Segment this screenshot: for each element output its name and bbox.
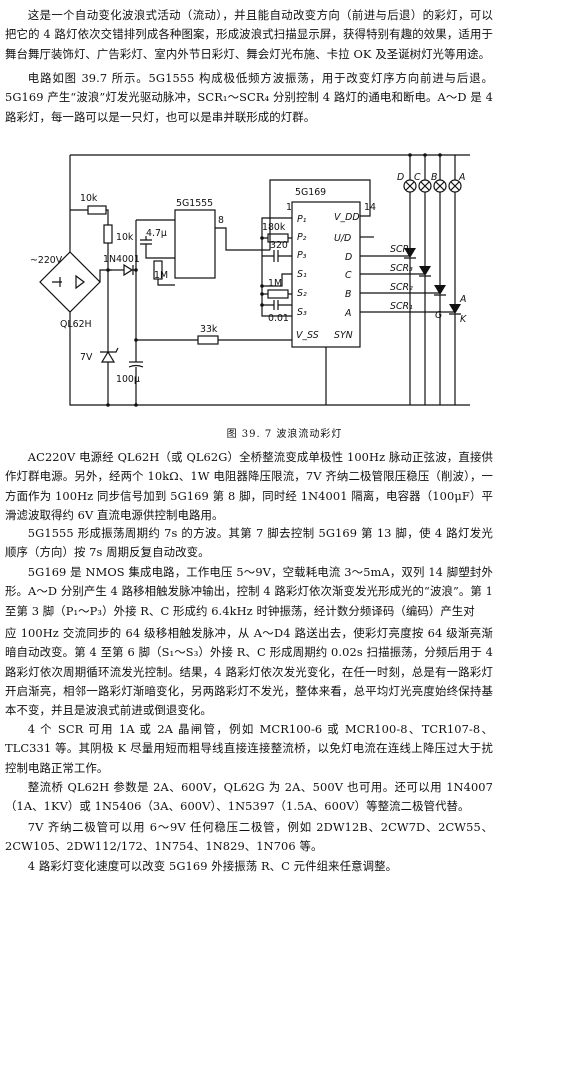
capacitor-0-01	[262, 300, 292, 310]
pin-s2-label: S₂	[297, 288, 307, 299]
pin-ud-label: U/D	[334, 233, 351, 244]
lamp-column-c	[418, 155, 432, 405]
scr3-label: SCR₃	[390, 263, 413, 274]
ac-source-label: ~220V	[30, 255, 63, 266]
pin-d-label: D	[345, 252, 352, 263]
resistor-10k-a	[87, 205, 107, 215]
resistor-180k-label: 180k	[262, 222, 286, 233]
circuit-diagram: ~220V QL62H 10k 10k 7V 1N4001	[30, 153, 470, 407]
resistor-33k	[197, 335, 219, 345]
capacitor-320	[262, 250, 292, 262]
paragraph-bridge: 整流桥 QL62H 参数是 2A、600V，QL62G 为 2A、500V 也可…	[5, 780, 493, 814]
bridge-label: QL62H	[60, 319, 92, 330]
pin-syn-label: SYN	[334, 330, 353, 341]
pin-vss-label: V_SS	[296, 330, 319, 341]
scr2-icon	[434, 285, 446, 295]
capacitor-4-7u	[140, 236, 152, 248]
pin-1-label: 1	[286, 202, 292, 213]
capacitor-4-7u-label: 4.7μ	[146, 228, 167, 239]
paragraph-5g1555: 5G1555 形成振荡周期约 7s 的方波。其第 7 脚去控制 5G169 第 …	[5, 526, 493, 560]
pin-s3-label: S₃	[297, 307, 307, 318]
resistor-1m-a-label: 1M	[154, 270, 168, 281]
lamp-column-d	[403, 155, 417, 405]
resistor-10k-b	[103, 224, 113, 244]
paragraph-circuit-overview: 电路如图 39.7 所示。5G1555 构成极低频方波振荡，用于改变灯序方向前进…	[5, 71, 493, 124]
scr4-label: SCR₄	[390, 244, 413, 255]
pin-p3-label: P₃	[297, 250, 307, 261]
scr4-icon	[404, 248, 416, 258]
pin-b-label: B	[345, 289, 351, 300]
pin-p1-label: P₁	[297, 214, 307, 225]
pin-p2-label: P₂	[297, 232, 307, 243]
resistor-1m-b	[267, 289, 289, 299]
capacitor-0-01-label: 0.01	[268, 313, 289, 324]
paragraph-5g169-part2: 应 100Hz 交流同步的 64 级移相触发脉冲，从 A～D4 路送出去，使彩灯…	[5, 626, 493, 718]
lamp-column-a	[448, 155, 462, 405]
diode-label: 1N4001	[103, 254, 140, 265]
scr1-label: SCR₁	[390, 301, 413, 312]
resistor-10k-b-label: 10k	[116, 232, 134, 243]
scr2-label: SCR₂	[390, 282, 413, 293]
paragraph-zener: 7V 齐纳二极管可以用 6～9V 任何稳压二极管，例如 2DW12B、2CW7D…	[5, 820, 493, 854]
capacitor-100u-label: 100μ	[116, 374, 140, 385]
paragraph-5g169-part1: 5G169 是 NMOS 集成电路，工作电压 5～9V，空载耗电流 3～5mA，…	[5, 565, 493, 618]
scr3-icon	[419, 266, 431, 276]
scr-terminal-a-label: A	[459, 294, 466, 305]
figure-caption: 图 39. 7 波浪流动彩灯	[226, 429, 343, 440]
diode-1n4001	[123, 263, 134, 277]
pin-c-label: C	[345, 270, 352, 281]
scr-terminal-g-label: G	[435, 310, 442, 321]
resistor-10k-a-label: 10k	[80, 193, 98, 204]
resistor-1m-b-label: 1M	[268, 278, 282, 289]
pin-s1-label: S₁	[297, 269, 307, 280]
lamp-c-label: C	[414, 172, 421, 183]
lamp-column-b	[433, 155, 447, 405]
paragraph-intro: 这是一个自动变化波浪式活动（流动），并且能自动改变方向（前进与后退）的彩灯，可以…	[5, 8, 493, 61]
scr1-icon	[449, 304, 461, 314]
ic-5g1555	[174, 209, 216, 279]
zener-diode-7v	[100, 340, 119, 405]
scr-terminal-k-label: K	[460, 314, 467, 325]
paragraph-power-supply: AC220V 电源经 QL62H（或 QL62G）全桥整流变成单极性 100Hz…	[5, 450, 493, 522]
paragraph-speed: 4 路彩灯变化速度可以改变 5G169 外接振荡 R、C 元件组来任意调整。	[27, 859, 398, 873]
lamp-d-label: D	[397, 172, 404, 183]
paragraph-scr: 4 个 SCR 可用 1A 或 2A 晶闸管，例如 MCR100-6 或 MCR…	[5, 722, 493, 775]
resistor-33k-label: 33k	[200, 324, 218, 335]
capacitor-100u	[128, 361, 144, 368]
pin-a-label: A	[344, 308, 351, 319]
lamp-a-label: A	[458, 172, 465, 183]
capacitor-320-label: 320	[270, 240, 288, 251]
pin-vdd-label: V_DD	[334, 212, 360, 223]
lamp-b-label: B	[431, 172, 437, 183]
ic-5g1555-label: 5G1555	[176, 198, 213, 209]
zener-label: 7V	[80, 352, 93, 363]
ic-5g169-label: 5G169	[295, 187, 326, 198]
ic-5g1555-pin-label: 8	[218, 215, 224, 226]
